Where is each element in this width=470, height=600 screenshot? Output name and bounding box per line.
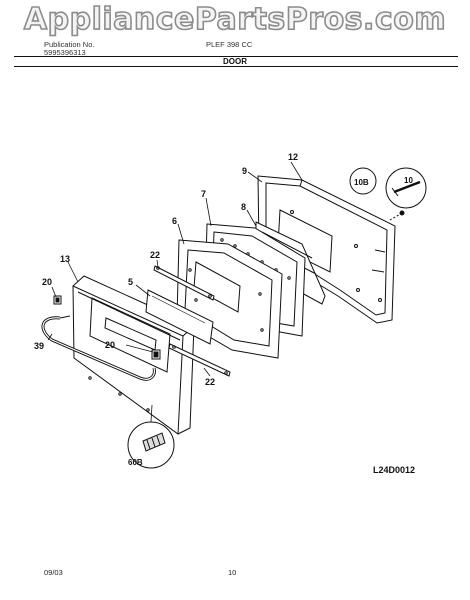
label-part-10: 10 bbox=[404, 176, 413, 185]
header-rule-bottom bbox=[14, 66, 458, 67]
label-part-22-lower: 22 bbox=[205, 377, 215, 387]
part-20-handle-mount-right bbox=[151, 349, 161, 360]
footer-page-number: 10 bbox=[228, 568, 237, 577]
footer-date: 09/03 bbox=[44, 568, 63, 577]
part-labels: 12 9 10B 10 7 8 6 22 13 5 20 39 20 22 60… bbox=[34, 152, 413, 467]
publication-label: Publication No. bbox=[44, 40, 95, 49]
part-10b-callout bbox=[349, 167, 377, 195]
watermark-logo: AppliancePartsPros.com bbox=[23, 1, 447, 38]
model-number: PLEF 398 CC bbox=[206, 40, 253, 49]
label-part-13: 13 bbox=[60, 254, 70, 264]
leader-lines bbox=[47, 161, 303, 423]
part-20-handle-mount-left bbox=[53, 295, 62, 305]
label-part-22-upper: 22 bbox=[150, 250, 160, 260]
publication-number: 5995396313 bbox=[44, 48, 86, 57]
part-22-upper-spacer bbox=[153, 265, 215, 301]
diagram-code: L24D0012 bbox=[373, 465, 416, 475]
label-part-39: 39 bbox=[34, 341, 44, 351]
label-part-5: 5 bbox=[128, 277, 133, 287]
label-part-9: 9 bbox=[242, 166, 247, 176]
label-part-6: 6 bbox=[172, 216, 177, 226]
label-part-20-right: 20 bbox=[105, 340, 115, 350]
header-rule-top bbox=[14, 56, 458, 57]
section-title: DOOR bbox=[223, 57, 247, 66]
label-part-60b: 60B bbox=[128, 458, 143, 467]
part-39-door-handle bbox=[41, 315, 156, 381]
label-part-7: 7 bbox=[201, 189, 206, 199]
label-part-20-left: 20 bbox=[42, 277, 52, 287]
label-part-12: 12 bbox=[288, 152, 298, 162]
part-5-window-glass bbox=[145, 289, 214, 345]
part-10-screw-callout bbox=[385, 167, 427, 209]
part-13-outer-door bbox=[72, 275, 195, 435]
part-22-lower-strip bbox=[168, 343, 231, 377]
label-part-10b: 10B bbox=[354, 178, 369, 187]
label-part-8: 8 bbox=[241, 202, 246, 212]
